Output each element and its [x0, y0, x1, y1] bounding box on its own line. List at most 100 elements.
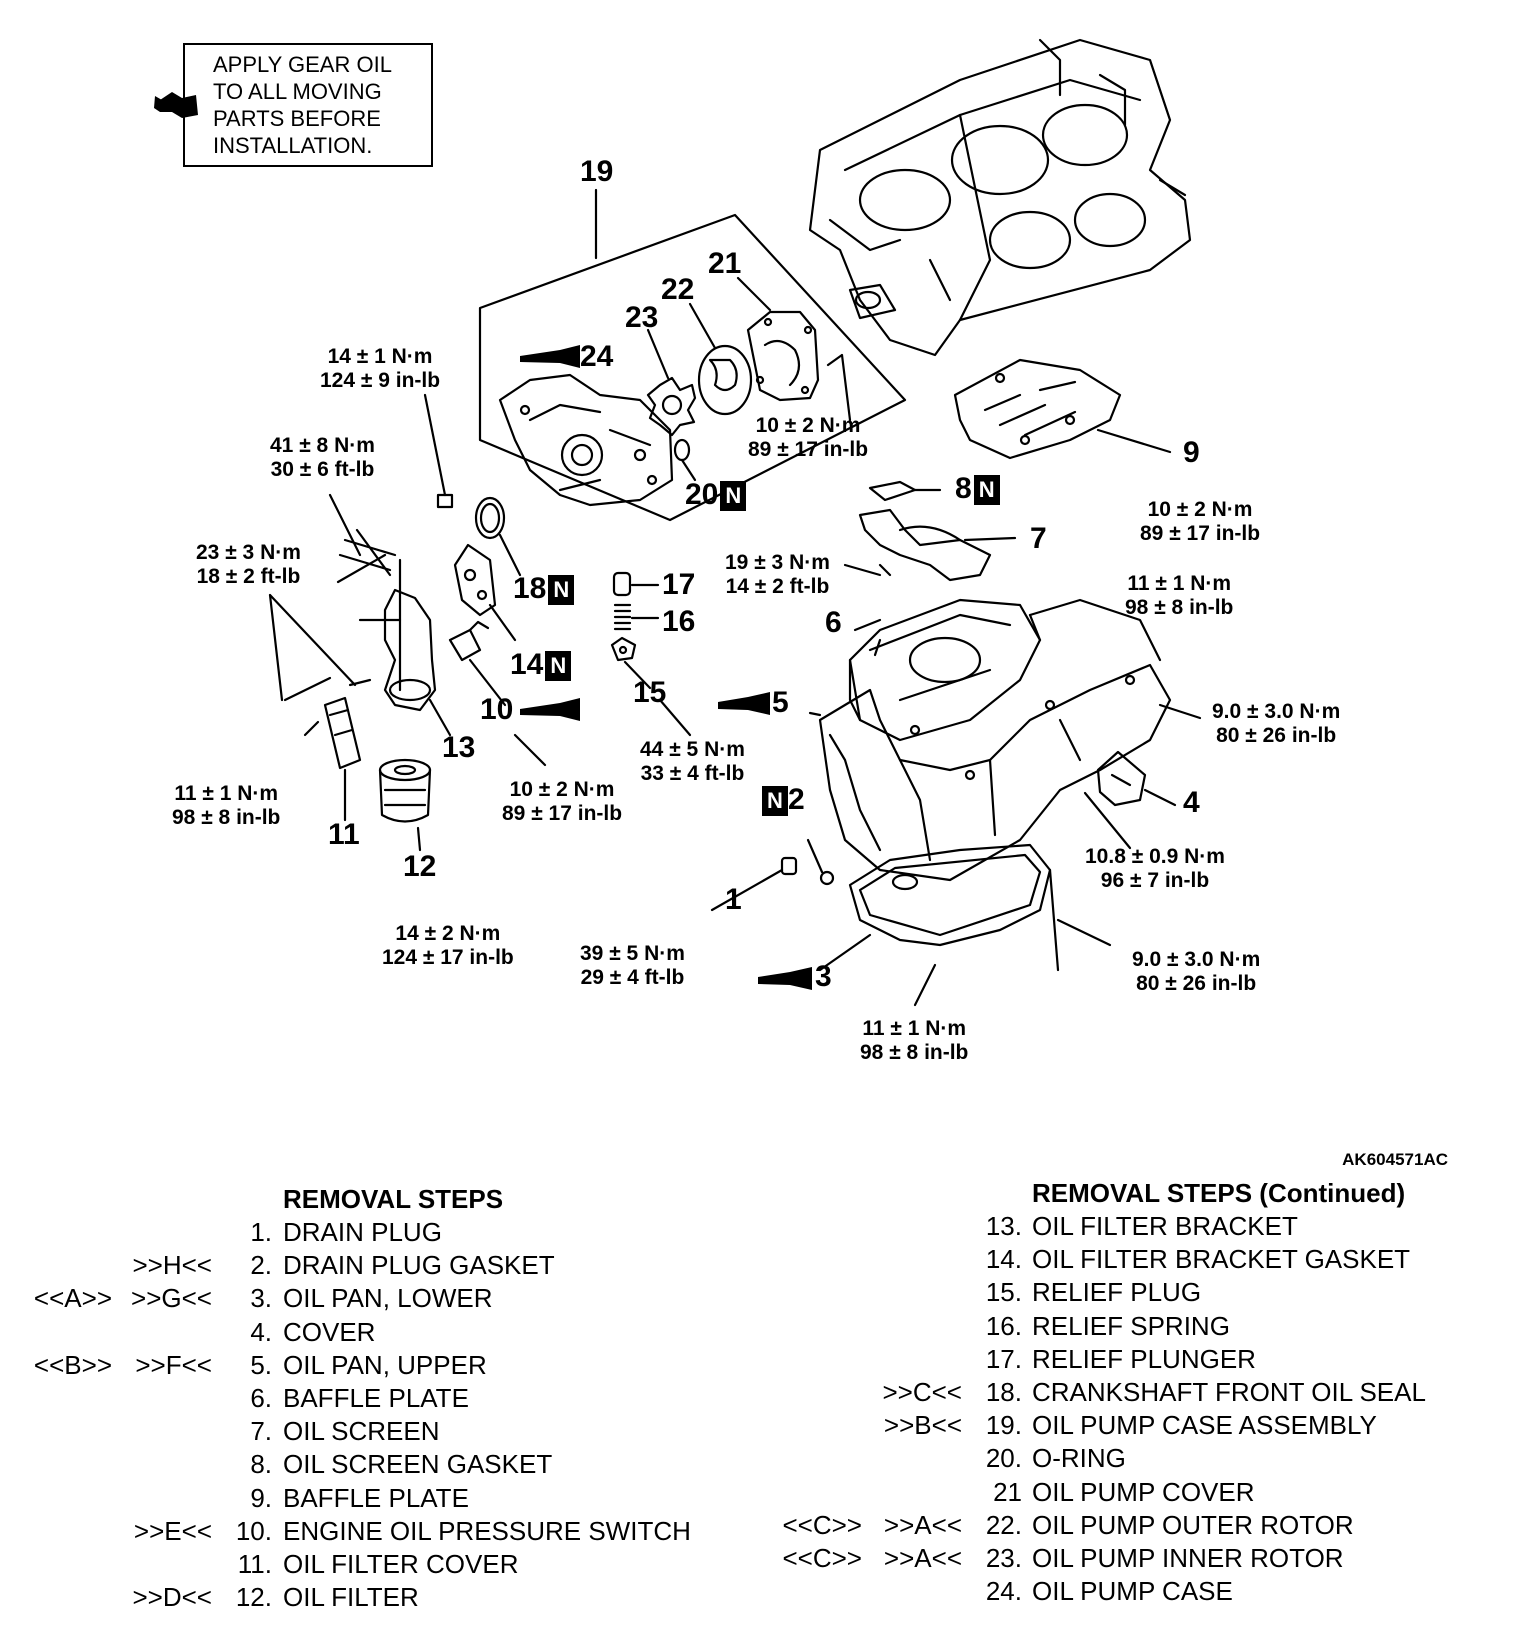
torque-metric: 11 ± 1 N·m — [862, 1017, 967, 1040]
torque-metric: 11 ± 1 N·m — [1127, 572, 1232, 595]
callout-17: 17 — [662, 568, 696, 601]
step-row: >>B<<19.OIL PUMP CASE ASSEMBLY — [760, 1409, 1520, 1442]
torque-imperial: 98 ± 8 in-lb — [172, 806, 281, 829]
step-label: RELIEF SPRING — [1032, 1310, 1230, 1341]
oil-can-icon — [154, 92, 198, 118]
callout-19: 19 — [580, 155, 614, 188]
callout-5: 5 — [772, 686, 789, 719]
torque-metric: 44 ± 5 N·m — [640, 738, 745, 761]
step-number: 14. — [985, 1244, 1022, 1275]
step-number: 16. — [985, 1310, 1022, 1341]
bracket-gasket — [453, 543, 517, 642]
step-row: 16. RELIEF SPRING — [760, 1310, 1520, 1343]
torque-imperial: 33 ± 4 ft-lb — [640, 762, 745, 785]
steps-title: REMOVAL STEPS — [283, 1184, 504, 1214]
step-number: 11. — [237, 1548, 272, 1579]
step-label: BAFFLE PLATE — [283, 1382, 469, 1413]
callout-3: 3 — [815, 960, 832, 993]
torque-imperial: 124 ± 9 in-lb — [320, 369, 441, 392]
new-part-badge: N — [548, 575, 575, 606]
step-number: 2. — [250, 1250, 272, 1281]
note-line: APPLY GEAR OIL — [213, 52, 392, 77]
step-number: 17. — [985, 1343, 1022, 1374]
step-number: 21 — [993, 1476, 1022, 1507]
new-part-badge: N — [545, 651, 572, 682]
note-line: TO ALL MOVING — [213, 79, 382, 104]
step-label: DRAIN PLUG GASKET — [283, 1250, 555, 1281]
step-number: 4. — [250, 1316, 272, 1347]
torque-imperial: 80 ± 26 in-lb — [1136, 972, 1257, 995]
new-part-badge: N — [973, 475, 1000, 506]
callout-1: 1 — [725, 883, 742, 916]
step-label: BAFFLE PLATE — [283, 1482, 469, 1513]
step-label: RELIEF PLUNGER — [1032, 1343, 1256, 1374]
step-label: OIL FILTER — [283, 1582, 419, 1613]
callout-18-number: 18 — [513, 572, 547, 605]
bolt — [423, 393, 454, 509]
lower-oil-pan — [818, 843, 1112, 1007]
step-row: >>C<<18.CRANKSHAFT FRONT OIL SEAL — [760, 1376, 1520, 1409]
callout-22: 22 — [661, 273, 695, 306]
step-label: O-RING — [1032, 1443, 1126, 1474]
torque-imperial: 96 ± 7 in-lb — [1100, 869, 1210, 892]
step-marker-a: <<B>> — [33, 1349, 112, 1380]
step-number: 10. — [235, 1515, 272, 1546]
step-row: 1.DRAIN PLUG — [0, 1216, 760, 1249]
drain-plug — [710, 838, 835, 912]
step-row: <<C>>>>A<<23.OIL PUMP INNER ROTOR — [760, 1542, 1520, 1575]
step-row: <<B>>>>F<<5.OIL PAN, UPPER — [0, 1349, 760, 1382]
torque-metric: 39 ± 5 N·m — [580, 942, 685, 965]
step-marker-a: <<C>> — [782, 1542, 862, 1573]
callout-20-number: 20 — [685, 478, 719, 511]
step-label: ENGINE OIL PRESSURE SWITCH — [283, 1515, 691, 1546]
oil-pressure-switch — [448, 620, 547, 767]
removal-steps-right: REMOVAL STEPS (Continued) 13.OIL FILTER … — [760, 1176, 1520, 1608]
step-marker-b: >>A<< — [883, 1542, 962, 1573]
sealant-tube-icons — [520, 345, 812, 990]
step-row: 14.OIL FILTER BRACKET GASKET — [760, 1243, 1520, 1276]
callout-14-number: 14 — [510, 648, 544, 681]
new-part-badge: N — [720, 481, 747, 512]
step-label: OIL PUMP CASE ASSEMBLY — [1032, 1410, 1377, 1441]
torque-metric: 9.0 ± 3.0 N·m — [1132, 948, 1261, 971]
step-marker-a: <<A>> — [33, 1283, 112, 1314]
torque-metric: 23 ± 3 N·m — [196, 541, 301, 564]
torque-imperial: 29 ± 4 ft-lb — [580, 966, 685, 989]
front-oil-seal — [474, 496, 522, 577]
torque-imperial: 98 ± 8 in-lb — [860, 1041, 969, 1064]
removal-steps-left: REMOVAL STEPS 1.DRAIN PLUG >>H<<2.DRAIN … — [0, 1182, 760, 1614]
oil-pump-group-outline — [478, 213, 907, 522]
step-row: >>D<<12.OIL FILTER — [0, 1581, 760, 1614]
torque-metric: 41 ± 8 N·m — [270, 434, 375, 457]
step-number: 1. — [250, 1217, 272, 1247]
step-label: OIL PUMP COVER — [1032, 1476, 1255, 1507]
step-number: 20. — [985, 1443, 1022, 1474]
step-row: 4.COVER — [0, 1316, 760, 1349]
step-row: 8.OIL SCREEN GASKET — [0, 1448, 760, 1481]
torque-imperial: 89 ± 17 in-lb — [502, 802, 623, 825]
step-number: 9. — [250, 1482, 272, 1513]
oil-filter — [378, 758, 432, 852]
callout-21: 21 — [708, 247, 742, 280]
step-marker-b: >>E<< — [133, 1515, 212, 1546]
inner-rotor — [646, 328, 697, 437]
step-marker-b: >>G<< — [131, 1283, 212, 1314]
step-row: <<A>>>>G<<3.OIL PAN, LOWER — [0, 1282, 760, 1315]
step-row: 11.OIL FILTER COVER — [0, 1548, 760, 1581]
step-label: CRANKSHAFT FRONT OIL SEAL — [1032, 1376, 1426, 1407]
torque-imperial: 89 ± 17 in-lb — [748, 438, 869, 461]
step-row: 21 OIL PUMP COVER — [760, 1476, 1520, 1509]
step-row: >>E<< 10. ENGINE OIL PRESSURE SWITCH — [0, 1515, 760, 1548]
callout-2-number: 2 — [788, 783, 805, 816]
step-label: OIL SCREEN GASKET — [283, 1449, 553, 1480]
